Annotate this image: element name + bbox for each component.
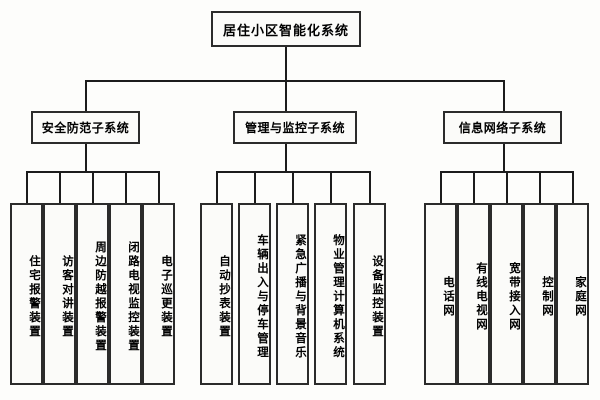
connector-group2-leaf-3: [292, 171, 294, 203]
node-leaf[interactable]: 物业管理计算机系统: [314, 203, 347, 385]
node-leaf[interactable]: 周边防越报警装置: [76, 203, 109, 385]
node-root[interactable]: 居住小区智能化系统: [211, 11, 361, 47]
node-leaf-label: 闭路电视监控装置: [127, 241, 141, 353]
node-leaf-label: 周边防越报警装置: [94, 241, 108, 353]
node-leaf-label: 物业管理计算机系统: [332, 234, 346, 360]
node-leaf[interactable]: 紧急广播与背景音乐: [276, 203, 309, 385]
connector-group2-leaf-4: [330, 171, 332, 203]
connector-group2-drop: [285, 144, 287, 172]
connector-branch-drop-3: [503, 80, 505, 111]
node-leaf[interactable]: 自动抄表装置: [200, 203, 233, 385]
node-leaf-label: 电话网: [442, 276, 456, 318]
node-leaf[interactable]: 有线电视网: [457, 203, 490, 385]
connector-group1-leaf-1: [26, 171, 28, 203]
node-leaf-label: 访客对讲装置: [61, 255, 75, 339]
connector-group3-leaf-3: [506, 171, 508, 203]
connector-group2-leaf-5: [369, 171, 371, 203]
connector-root-drop: [285, 47, 287, 81]
node-leaf-label: 住宅报警装置: [28, 255, 42, 339]
connector-group1-leaf-3: [92, 171, 94, 203]
node-leaf-label: 车辆出入与停车管理: [256, 234, 270, 360]
node-leaf[interactable]: 访客对讲装置: [43, 203, 76, 385]
connector-group3-drop: [503, 144, 505, 172]
node-branch-label: 信息网络子系统: [458, 121, 547, 135]
node-leaf[interactable]: 控制网: [523, 203, 556, 385]
node-leaf-label: 电子巡更装置: [160, 255, 174, 339]
connector-branch-drop-2: [285, 80, 287, 111]
node-leaf[interactable]: 宽带接入网: [490, 203, 523, 385]
connector-branch-drop-1: [85, 80, 87, 111]
connector-group2-leaf-2: [254, 171, 256, 203]
node-leaf[interactable]: 车辆出入与停车管理: [238, 203, 271, 385]
node-root-label: 居住小区智能化系统: [222, 23, 349, 39]
node-branch-security[interactable]: 安全防范子系统: [31, 111, 140, 144]
connector-group1-leaf-4: [125, 171, 127, 203]
connector-group3-leaf-5: [572, 171, 574, 203]
node-leaf-label: 自动抄表装置: [218, 255, 232, 339]
node-branch-label: 管理与监控子系统: [244, 121, 345, 135]
connector-group3-leaf-4: [539, 171, 541, 203]
node-leaf[interactable]: 设备监控装置: [353, 203, 386, 385]
node-branch-label: 安全防范子系统: [41, 121, 130, 135]
connector-group3-leaf-1: [440, 171, 442, 203]
node-branch-network[interactable]: 信息网络子系统: [443, 111, 562, 144]
connector-group1-leaf-5: [158, 171, 160, 203]
connector-group2-leaf-1: [216, 171, 218, 203]
node-leaf-label: 家庭网: [574, 276, 588, 318]
node-leaf[interactable]: 家庭网: [556, 203, 589, 385]
node-leaf-label: 控制网: [541, 276, 555, 318]
node-leaf-label: 宽带接入网: [508, 262, 522, 332]
connector-group1-drop: [85, 144, 87, 172]
node-leaf[interactable]: 电子巡更装置: [142, 203, 175, 385]
connector-group3-leaf-2: [473, 171, 475, 203]
node-branch-management[interactable]: 管理与监控子系统: [233, 111, 357, 144]
node-leaf-label: 设备监控装置: [371, 255, 385, 339]
node-leaf-label: 紧急广播与背景音乐: [294, 234, 308, 360]
node-leaf-label: 有线电视网: [475, 262, 489, 332]
node-leaf[interactable]: 电话网: [424, 203, 457, 385]
connector-root-bus: [85, 80, 505, 82]
connector-group1-leaf-2: [59, 171, 61, 203]
node-leaf[interactable]: 闭路电视监控装置: [109, 203, 142, 385]
node-leaf[interactable]: 住宅报警装置: [10, 203, 43, 385]
